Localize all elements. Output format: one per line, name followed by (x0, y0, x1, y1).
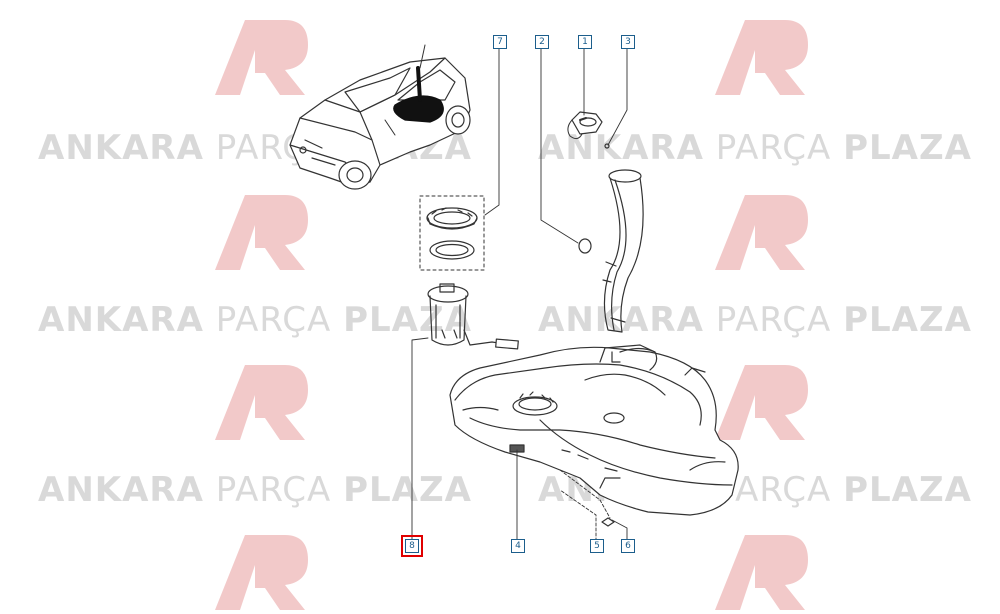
callout-2[interactable]: 2 (535, 35, 549, 49)
watermark-logo (715, 365, 808, 440)
callout-1[interactable]: 1 (578, 35, 592, 49)
fuel-pump-module (427, 283, 519, 350)
parts-diagram: ANKARA PARÇA PLAZA ANKARA PARÇA PLAZA AN… (38, 20, 972, 610)
fuel-system-drawing (289, 44, 739, 542)
watermark-logo (715, 20, 808, 95)
callout-4[interactable]: 4 (511, 539, 525, 553)
callout-3[interactable]: 3 (621, 35, 635, 49)
pump-seal-ring-group (419, 195, 485, 271)
fixing-bolt (601, 517, 615, 527)
watermark-text: ANKARA PARÇA PLAZA (38, 300, 472, 340)
filler-neck-pipe (602, 169, 644, 333)
grommet (578, 238, 592, 254)
callout-5[interactable]: 5 (590, 539, 604, 553)
small-seal (604, 143, 610, 149)
leader-lines (411, 46, 628, 542)
callout-6[interactable]: 6 (621, 539, 635, 553)
watermark-logo (215, 20, 308, 95)
watermark-text: ANKARA PARÇA PLAZA (538, 300, 972, 340)
watermark-text: ANKARA PARÇA PLAZA (38, 470, 472, 510)
car-illustration (289, 44, 471, 190)
watermark-logo (215, 195, 308, 270)
watermark-text: ANKARA PARÇA PLAZA (538, 128, 972, 168)
fuel-tank (449, 344, 739, 516)
watermark-logo (215, 365, 308, 440)
fuel-filler-cap (567, 111, 603, 140)
callout-7[interactable]: 7 (493, 35, 507, 49)
callout-8[interactable]: 8 (401, 535, 423, 557)
watermark-logo (215, 535, 308, 610)
watermark-logo (715, 195, 808, 270)
watermark-logo (715, 535, 808, 610)
